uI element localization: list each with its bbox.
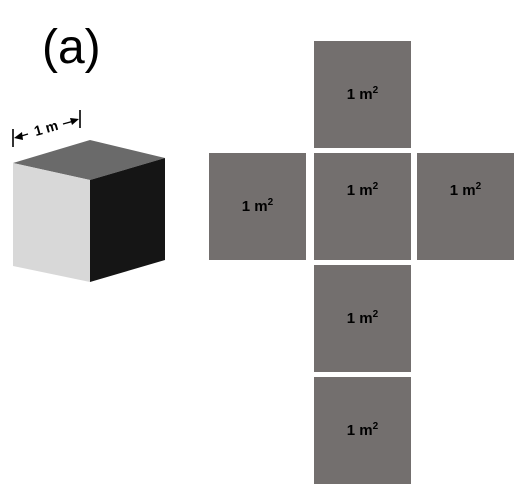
net-face-top: 1 m2 <box>314 41 411 148</box>
dimension-line-right <box>62 120 75 125</box>
dimension-arrow-left <box>14 132 23 140</box>
face-label: 1 m2 <box>346 309 379 328</box>
net-face-left: 1 m2 <box>209 153 306 260</box>
face-label: 1 m2 <box>241 197 274 216</box>
face-label: 1 m2 <box>346 181 379 200</box>
cube-diagram: 1 m <box>12 110 165 282</box>
cube-left-face <box>13 163 90 282</box>
cube-right-face <box>90 158 165 282</box>
face-label: 1 m2 <box>449 181 482 200</box>
dimension-label: 1 m <box>32 117 60 139</box>
dimension-arrow-right <box>70 118 79 125</box>
net-face-center: 1 m2 <box>314 153 411 260</box>
face-label: 1 m2 <box>346 85 379 104</box>
cube-top-face <box>13 140 165 180</box>
net-face-right: 1 m2 <box>417 153 514 260</box>
face-label: 1 m2 <box>346 421 379 440</box>
net-face-lower: 1 m2 <box>314 265 411 372</box>
net-face-bottom: 1 m2 <box>314 377 411 484</box>
panel-label: (a) <box>42 21 101 74</box>
dimension-line-left <box>17 133 29 138</box>
